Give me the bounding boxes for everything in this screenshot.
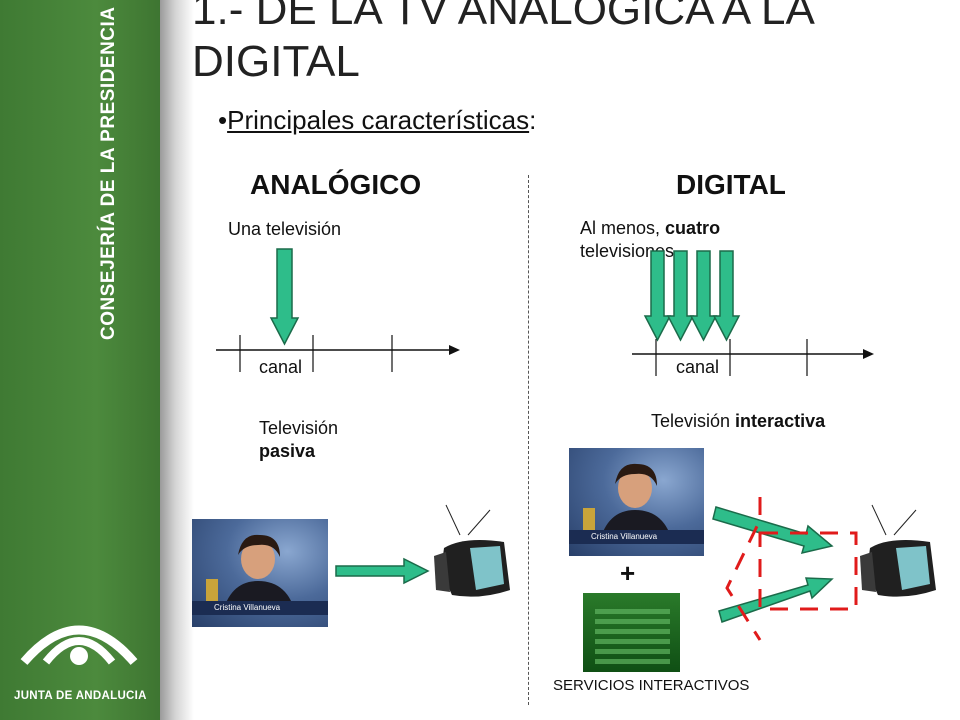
analog-bottom-bold: pasiva	[259, 441, 316, 461]
column-divider	[528, 175, 529, 705]
services-label: SERVICIOS INTERACTIVOS	[553, 677, 750, 694]
sidebar-shadow	[160, 0, 194, 720]
photo-caption: Cristina Villanueva	[192, 601, 328, 615]
logo-caption: JUNTA DE ANDALUCIA	[14, 690, 147, 702]
tv-icon-2	[860, 504, 936, 597]
presenter-photo: Cristina Villanueva	[192, 519, 328, 627]
analog-heading: ANALÓGICO	[250, 169, 422, 200]
subtitle-suffix: :	[529, 105, 537, 135]
digital-bottom-label: Televisión interactiva	[651, 410, 825, 433]
subtitle-underlined: Principales características	[227, 105, 530, 135]
digital-top-label: Al menos, cuatro televisiones	[580, 217, 780, 263]
digital-heading: DIGITAL	[676, 169, 786, 200]
interactive-services-screenshot	[583, 593, 680, 672]
digital-top-bold: cuatro	[665, 218, 721, 238]
analog-bottom-label: Televisión pasiva	[259, 417, 338, 463]
bullet: •	[218, 105, 228, 135]
digital-top-text: Al menos,	[580, 218, 666, 238]
digital-bottom-bold: interactiva	[735, 411, 826, 431]
presenter-photo-2: Cristina Villanueva	[569, 448, 704, 556]
tv-icon	[434, 504, 510, 597]
digital-bottom-text: Televisión	[651, 411, 736, 431]
analog-axis-label: canal	[259, 357, 303, 377]
analog-top-label: Una televisión	[228, 218, 342, 241]
photo-caption-2: Cristina Villanueva	[569, 530, 704, 544]
page-title: 1.- DE LA TV ANALÓGICA A LA DIGITAL	[192, 0, 813, 86]
subtitle: •Principales características:	[218, 105, 536, 136]
analog-bottom-text: Televisión	[259, 418, 339, 438]
digital-axis-label: canal	[676, 357, 720, 377]
plus-sign: +	[620, 558, 636, 588]
sidebar	[0, 0, 160, 720]
junta-andalucia-logo	[20, 625, 138, 665]
